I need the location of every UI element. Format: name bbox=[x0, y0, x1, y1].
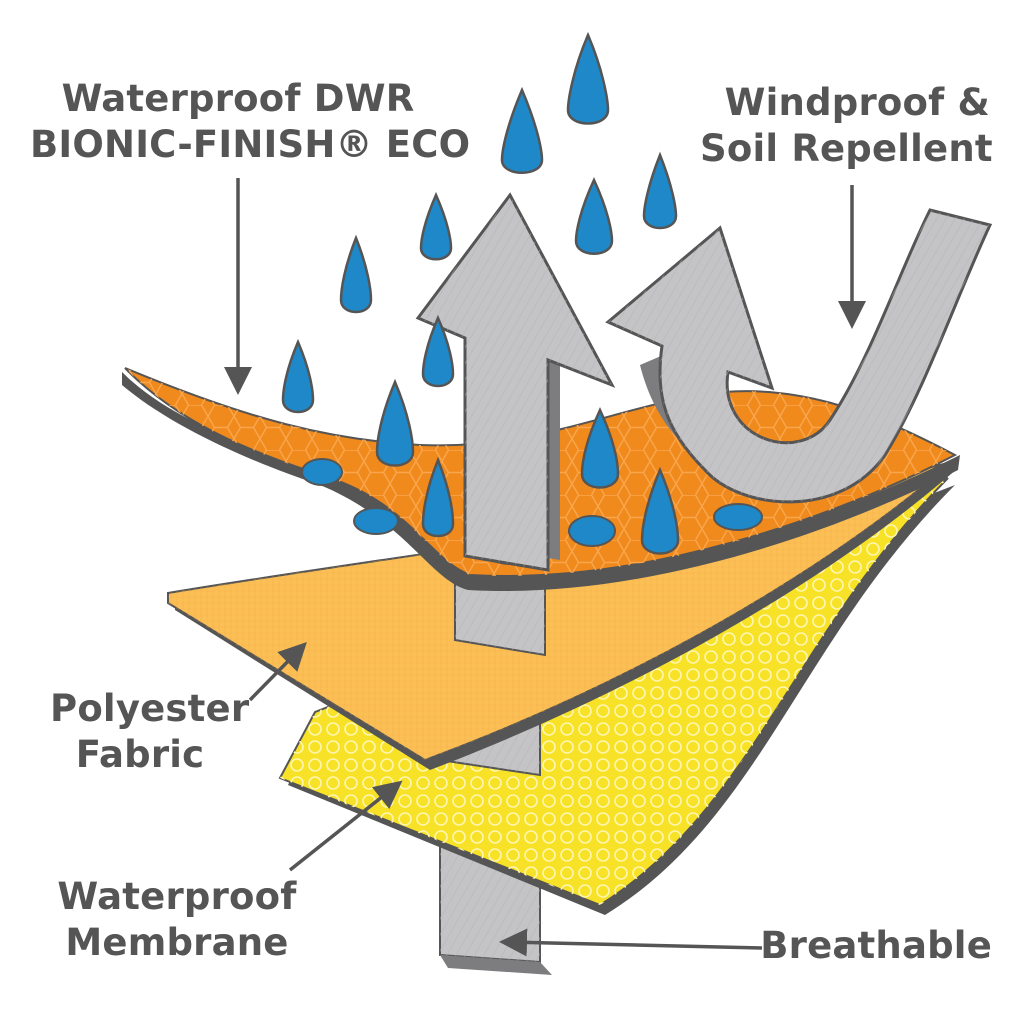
pointer-arrows bbox=[224, 178, 866, 957]
water-drop-icon bbox=[419, 191, 453, 261]
water-drop-icon bbox=[421, 314, 455, 388]
label-membrane: Waterproof Membrane bbox=[52, 874, 302, 966]
water-drop-icon bbox=[421, 456, 455, 538]
label-polyester: Polyester Fabric bbox=[50, 686, 250, 778]
pointer-arrow-icon bbox=[499, 928, 763, 957]
label-polyester-line2: Fabric bbox=[75, 733, 205, 776]
label-dwr-line2: BIONIC-FINISH® ECO bbox=[30, 123, 471, 166]
label-dwr-line1: Waterproof DWR bbox=[61, 77, 415, 120]
breathable-arrow-icon bbox=[415, 192, 616, 572]
label-windproof-line1: Windproof & bbox=[724, 81, 990, 124]
water-drop-icon bbox=[375, 378, 415, 467]
water-bead-icon bbox=[301, 458, 343, 486]
label-membrane-line1: Waterproof bbox=[57, 875, 297, 918]
falling-water-drops bbox=[281, 31, 680, 555]
water-drop-icon bbox=[642, 151, 678, 230]
water-drop-icon bbox=[640, 466, 680, 555]
water-drop-icon bbox=[566, 31, 610, 125]
label-breathable: Breathable bbox=[760, 923, 992, 969]
pointer-arrow-icon bbox=[288, 780, 403, 872]
label-breathable-line1: Breathable bbox=[760, 924, 992, 967]
water-bead-icon bbox=[713, 503, 763, 531]
pointer-arrow-icon bbox=[248, 642, 307, 702]
water-drop-icon bbox=[281, 338, 315, 414]
label-membrane-line2: Membrane bbox=[65, 921, 289, 964]
water-bead-icon bbox=[353, 507, 399, 535]
water-drop-icon bbox=[339, 234, 373, 314]
water-bead-icon bbox=[568, 515, 616, 547]
label-windproof-line2: Soil Repellent bbox=[700, 127, 993, 170]
water-drop-icon bbox=[500, 86, 544, 174]
label-polyester-line1: Polyester bbox=[50, 687, 250, 730]
wind-arrow-icon bbox=[605, 208, 993, 504]
water-drop-icon bbox=[580, 407, 620, 489]
water-drop-icon bbox=[574, 177, 614, 255]
label-windproof: Windproof & Soil Repellent bbox=[700, 80, 993, 172]
label-dwr: Waterproof DWR BIONIC-FINISH® ECO bbox=[30, 76, 471, 168]
